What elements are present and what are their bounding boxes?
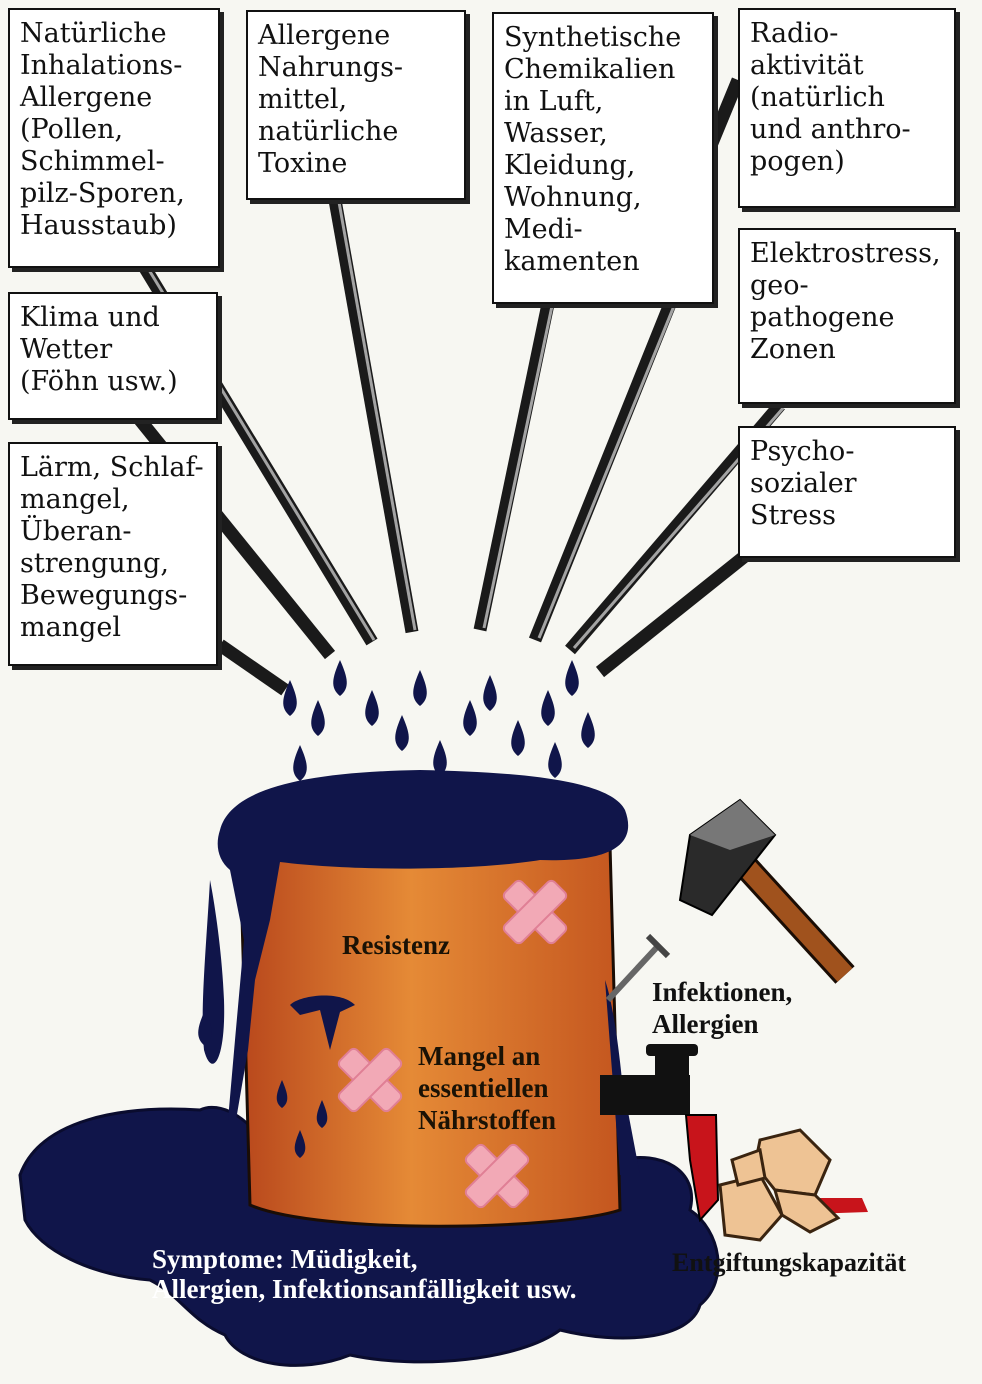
pipe-noise (220, 645, 285, 690)
source-box-psychosocial-stress: Psycho- sozialer Stress (738, 426, 956, 558)
resistance-label: Resistenz (342, 930, 450, 961)
source-box-climate: Klima und Wetter (Föhn usw.) (8, 292, 218, 420)
symptoms-label: Symptome: Müdigkeit, Allergien, Infektio… (152, 1244, 577, 1304)
pipe-food (335, 200, 412, 632)
pipe-psychosocial (600, 556, 745, 672)
nutrient-deficiency-label: Mangel an essentiellen Nährstoffen (418, 1040, 556, 1136)
source-box-noise-fatigue: Lärm, Schlaf- mangel, Überan- strengung,… (8, 442, 218, 666)
source-box-inhalation-allergens: Natürliche Inhalations- Allergene (Polle… (8, 8, 220, 268)
hammer-icon (680, 800, 845, 975)
infections-allergies-label: Infektionen, Allergien (652, 976, 792, 1040)
source-box-electrostress: Elektrostress, geo- pathogene Zonen (738, 228, 956, 404)
source-box-radioactivity: Radio- aktivität (natürlich und anthro- … (738, 8, 956, 208)
pipe-chemicals-left (480, 304, 548, 630)
rocks (720, 1130, 838, 1240)
pipe-chemicals-right (535, 304, 670, 640)
source-box-food-allergens: Allergene Nahrungs- mittel, natürliche T… (246, 10, 466, 200)
source-box-synthetic-chemicals: Synthetische Chemikalien in Luft, Wasser… (492, 12, 714, 304)
detox-capacity-label: Entgiftungskapazität (672, 1248, 906, 1278)
